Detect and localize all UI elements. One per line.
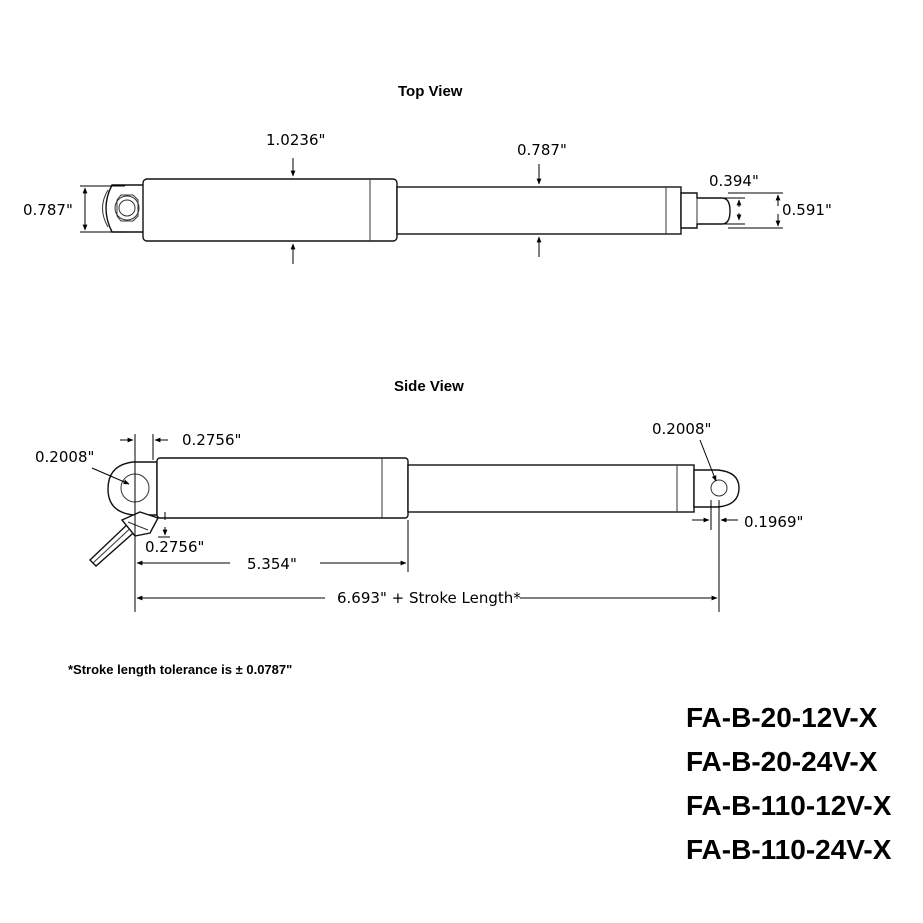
dim-housing-height: 0.787" <box>23 201 73 219</box>
side-rod-tube <box>407 464 695 513</box>
dim-clevis-inner: 0.394" <box>709 172 759 190</box>
top-rear-clevis <box>105 184 143 233</box>
side-front-hole <box>710 479 728 497</box>
top-front-clevis <box>680 192 731 229</box>
stroke-tolerance-note: *Stroke length tolerance is ± 0.0787" <box>68 662 293 677</box>
dim-rear-offset-vertical: 0.2756" <box>145 538 205 556</box>
model-number: FA-B-20-12V-X <box>686 702 878 733</box>
top-view-title: Top View <box>398 83 463 100</box>
side-view-drawing <box>88 434 740 612</box>
dim-rod-width: 0.787" <box>517 141 567 159</box>
top-housing <box>142 178 398 242</box>
top-rod-tube <box>396 186 682 235</box>
dim-rear-hole: 0.2008" <box>35 448 95 466</box>
dim-front-hole: 0.2008" <box>652 420 712 438</box>
side-rear-eye <box>107 461 158 516</box>
top-view-drawing <box>80 158 783 264</box>
side-view-title: Side View <box>394 378 464 395</box>
model-number: FA-B-110-12V-X <box>686 790 892 821</box>
model-list: FA-B-20-12V-X FA-B-20-24V-X FA-B-110-12V… <box>686 696 891 872</box>
side-housing <box>156 457 409 519</box>
dim-front-offset: 0.1969" <box>744 513 804 531</box>
dim-total-length: 6.693" + Stroke Length* <box>337 589 521 607</box>
side-front-eye <box>693 469 740 508</box>
dim-rear-offset: 0.2756" <box>182 431 242 449</box>
dim-clevis-outer: 0.591" <box>782 201 832 219</box>
dim-housing-width: 1.0236" <box>266 131 326 149</box>
model-number: FA-B-20-24V-X <box>686 746 878 777</box>
model-number: FA-B-110-24V-X <box>686 834 892 865</box>
dim-body-length: 5.354" <box>247 555 297 573</box>
